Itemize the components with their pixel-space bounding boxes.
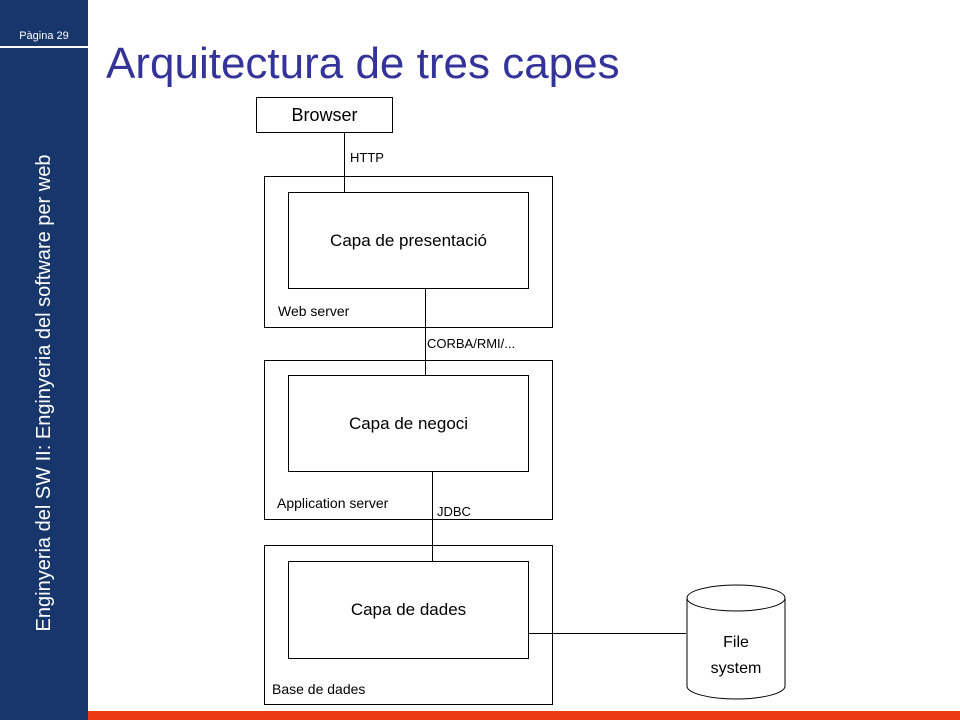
- presentation-layer-label: Capa de presentació: [330, 230, 487, 250]
- database-label: Base de dades: [272, 681, 366, 697]
- web-server-label: Web server: [278, 303, 350, 319]
- application-server-label: Application server: [277, 495, 389, 511]
- browser-box: Browser: [256, 97, 393, 133]
- presentation-layer-box: Capa de presentació: [288, 192, 529, 289]
- slide-title: Arquitectura de tres capes: [106, 39, 620, 88]
- bottom-accent-bar: [88, 711, 960, 720]
- file-system-label: File system: [686, 630, 786, 682]
- page-number: Pàgina 29: [19, 30, 69, 42]
- file-system-line1: File: [723, 634, 749, 651]
- business-layer-label: Capa de negoci: [348, 413, 469, 433]
- presentation-business-connector: [425, 289, 426, 375]
- sidebar-divider: [0, 46, 88, 48]
- file-system-line2: system: [710, 660, 762, 677]
- browser-presentation-connector: [344, 133, 345, 192]
- browser-label: Browser: [291, 104, 358, 125]
- http-label: HTTP: [350, 150, 384, 165]
- jdbc-label: JDBC: [437, 504, 471, 519]
- corba-label: CORBA/RMI/...: [427, 336, 516, 351]
- course-title: Enginyeria del SW II: Enginyeria del sof…: [33, 154, 55, 632]
- data-filesystem-connector: [529, 633, 686, 634]
- file-system-cylinder: [686, 584, 786, 700]
- sidebar: Pàgina 29 Enginyeria del SW II: Enginyer…: [0, 0, 88, 720]
- data-layer-box: Capa de dades: [288, 561, 529, 659]
- business-data-connector: [432, 472, 433, 561]
- business-layer-box: Capa de negoci: [288, 375, 529, 472]
- data-layer-label: Capa de dades: [350, 600, 467, 619]
